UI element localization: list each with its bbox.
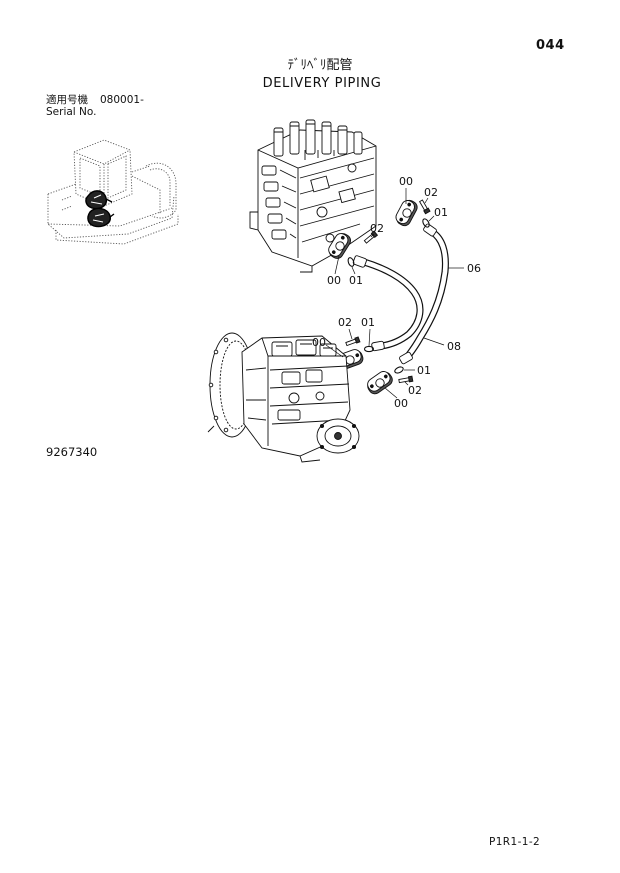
callout-label: 02 <box>424 186 438 199</box>
o-rings <box>347 218 430 374</box>
serial-number-label: Serial No. <box>46 106 97 118</box>
pump-location-highlight <box>85 190 115 228</box>
callout-label: 00 <box>394 397 408 410</box>
drawing-number: 9267340 <box>46 445 98 459</box>
hose-06 <box>399 223 449 365</box>
callout-labels: 00 02 01 02 06 00 01 02 01 00 08 01 02 0… <box>312 175 481 410</box>
callout-label: 01 <box>434 206 448 219</box>
bolts <box>345 199 431 384</box>
callout-label: 01 <box>361 316 375 329</box>
callout-label: 01 <box>349 274 363 287</box>
callout-label: 02 <box>338 316 352 329</box>
callout-label: 00 <box>327 274 341 287</box>
callout-label: 00 <box>399 175 413 188</box>
callout-label: 02 <box>408 384 422 397</box>
leader-lines <box>325 188 464 399</box>
control-valve <box>249 119 377 273</box>
main-pump <box>207 332 360 463</box>
callout-label: 06 <box>467 262 481 275</box>
applicability-label-japanese: 適用号機 <box>46 94 88 106</box>
split-flange-upper-right <box>395 199 418 227</box>
callout-label: 00 <box>312 336 326 349</box>
callout-label: 02 <box>370 222 384 235</box>
page-title-english: DELIVERY PIPING <box>262 76 382 91</box>
machine-location-sketch <box>47 139 179 245</box>
serial-number-from: 080001- <box>100 94 144 106</box>
page-title-japanese: ﾃﾞﾘﾍﾞﾘ配管 <box>287 58 353 73</box>
callout-label: 01 <box>417 364 431 377</box>
split-flange-lower-right <box>367 371 393 395</box>
page-code: P1R1-1-2 <box>489 836 541 848</box>
callout-label: 08 <box>447 340 461 353</box>
hose-08 <box>352 255 424 352</box>
page-number: 044 <box>536 38 565 53</box>
split-flange-upper-left <box>328 233 352 259</box>
